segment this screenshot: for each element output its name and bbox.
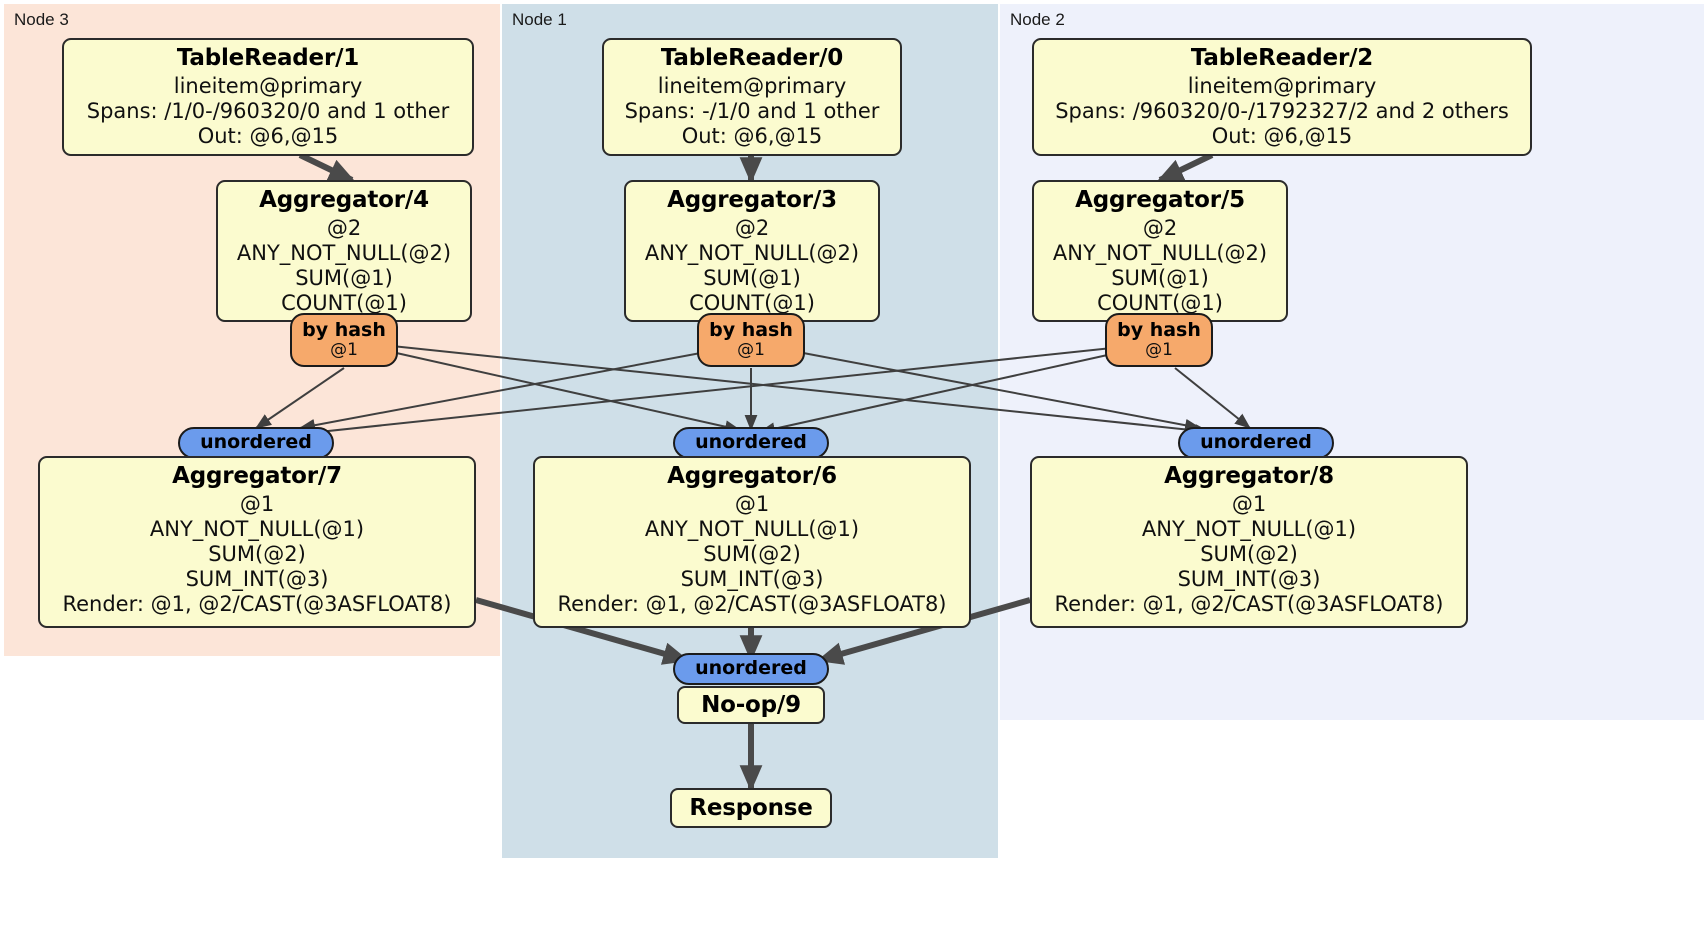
- processor-aggregator-6[interactable]: Aggregator/6 @1 ANY_NOT_NULL(@1) SUM(@2)…: [533, 456, 971, 628]
- processor-detail-line: SUM(@2): [208, 541, 306, 566]
- processor-detail-line: COUNT(@1): [1097, 291, 1223, 316]
- synchronizer-unordered-left[interactable]: unordered: [178, 427, 334, 459]
- processor-detail-line: @1: [734, 491, 770, 516]
- node-panel-label-node1: Node 1: [512, 10, 567, 29]
- processor-aggregator-4[interactable]: Aggregator/4 @2 ANY_NOT_NULL(@2) SUM(@1)…: [216, 180, 472, 322]
- processor-title: Aggregator/6: [667, 463, 837, 489]
- router-label: by hash: [302, 318, 386, 341]
- processor-title: Aggregator/4: [259, 187, 429, 213]
- processor-title: No-op/9: [701, 692, 801, 718]
- node-panel-label-node2: Node 2: [1010, 10, 1065, 29]
- processor-render-line: Render: @1, @2/CAST(@3ASFLOAT8): [557, 592, 947, 617]
- node-panel-label-node3: Node 3: [14, 10, 69, 29]
- processor-detail-line: @2: [734, 215, 770, 240]
- synchronizer-unordered-center[interactable]: unordered: [673, 427, 829, 459]
- processor-detail-line: Spans: -/1/0 and 1 other: [624, 98, 880, 123]
- processor-detail-line: @1: [239, 491, 275, 516]
- processor-detail-line: SUM(@2): [703, 541, 801, 566]
- processor-detail-line: Out: @6,@15: [197, 123, 339, 148]
- processor-tablereader-1[interactable]: TableReader/1 lineitem@primary Spans: /1…: [62, 38, 474, 156]
- processor-tablereader-0[interactable]: TableReader/0 lineitem@primary Spans: -/…: [602, 38, 902, 156]
- processor-title: Response: [689, 795, 813, 821]
- processor-title: Aggregator/3: [667, 187, 837, 213]
- processor-detail-line: SUM(@1): [703, 265, 801, 290]
- processor-noop-9[interactable]: No-op/9: [677, 686, 825, 724]
- processor-detail-line: @2: [326, 215, 362, 240]
- processor-response[interactable]: Response: [670, 788, 832, 828]
- processor-detail-line: @2: [1142, 215, 1178, 240]
- processor-title: Aggregator/5: [1075, 187, 1245, 213]
- router-label: by hash: [1117, 318, 1201, 341]
- processor-detail-line: COUNT(@1): [689, 291, 815, 316]
- processor-aggregator-3[interactable]: Aggregator/3 @2 ANY_NOT_NULL(@2) SUM(@1)…: [624, 180, 880, 322]
- router-sublabel: @1: [1145, 340, 1173, 361]
- router-sublabel: @1: [737, 340, 765, 361]
- processor-detail-line: Spans: /1/0-/960320/0 and 1 other: [86, 98, 450, 123]
- processor-title: TableReader/1: [176, 45, 360, 71]
- router-by-hash-left[interactable]: by hash @1: [290, 313, 398, 367]
- processor-title: Aggregator/7: [172, 463, 342, 489]
- router-sublabel: @1: [330, 340, 358, 361]
- processor-render-line: Render: @1, @2/CAST(@3ASFLOAT8): [62, 592, 452, 617]
- processor-detail-line: SUM(@1): [1111, 265, 1209, 290]
- processor-detail-line: Out: @6,@15: [681, 123, 823, 148]
- processor-detail-line: ANY_NOT_NULL(@2): [1052, 240, 1268, 265]
- processor-detail-line: ANY_NOT_NULL(@1): [149, 516, 365, 541]
- processor-detail-line: SUM(@2): [1200, 541, 1298, 566]
- synchronizer-unordered-final[interactable]: unordered: [673, 653, 829, 685]
- processor-detail-line: COUNT(@1): [281, 291, 407, 316]
- processor-title: TableReader/2: [1190, 45, 1374, 71]
- processor-detail-line: lineitem@primary: [173, 73, 363, 98]
- processor-render-line: Render: @1, @2/CAST(@3ASFLOAT8): [1054, 592, 1444, 617]
- processor-detail-line: SUM_INT(@3): [1177, 567, 1321, 592]
- synchronizer-label: unordered: [695, 431, 807, 454]
- processor-detail-line: SUM_INT(@3): [185, 567, 329, 592]
- processor-detail-line: lineitem@primary: [657, 73, 847, 98]
- processor-detail-line: ANY_NOT_NULL(@2): [644, 240, 860, 265]
- processor-title: Aggregator/8: [1164, 463, 1334, 489]
- processor-title: TableReader/0: [660, 45, 844, 71]
- processor-tablereader-2[interactable]: TableReader/2 lineitem@primary Spans: /9…: [1032, 38, 1532, 156]
- synchronizer-unordered-right[interactable]: unordered: [1178, 427, 1334, 459]
- processor-aggregator-5[interactable]: Aggregator/5 @2 ANY_NOT_NULL(@2) SUM(@1)…: [1032, 180, 1288, 322]
- synchronizer-label: unordered: [1200, 431, 1312, 454]
- processor-detail-line: SUM(@1): [295, 265, 393, 290]
- router-by-hash-right[interactable]: by hash @1: [1105, 313, 1213, 367]
- synchronizer-label: unordered: [200, 431, 312, 454]
- processor-detail-line: Spans: /960320/0-/1792327/2 and 2 others: [1055, 98, 1509, 123]
- processor-detail-line: ANY_NOT_NULL(@2): [236, 240, 452, 265]
- processor-detail-line: lineitem@primary: [1187, 73, 1377, 98]
- router-by-hash-center[interactable]: by hash @1: [697, 313, 805, 367]
- processor-aggregator-8[interactable]: Aggregator/8 @1 ANY_NOT_NULL(@1) SUM(@2)…: [1030, 456, 1468, 628]
- processor-aggregator-7[interactable]: Aggregator/7 @1 ANY_NOT_NULL(@1) SUM(@2)…: [38, 456, 476, 628]
- processor-detail-line: ANY_NOT_NULL(@1): [1141, 516, 1357, 541]
- processor-detail-line: Out: @6,@15: [1211, 123, 1353, 148]
- synchronizer-label: unordered: [695, 657, 807, 680]
- processor-detail-line: ANY_NOT_NULL(@1): [644, 516, 860, 541]
- processor-detail-line: @1: [1231, 491, 1267, 516]
- processor-detail-line: SUM_INT(@3): [680, 567, 824, 592]
- router-label: by hash: [709, 318, 793, 341]
